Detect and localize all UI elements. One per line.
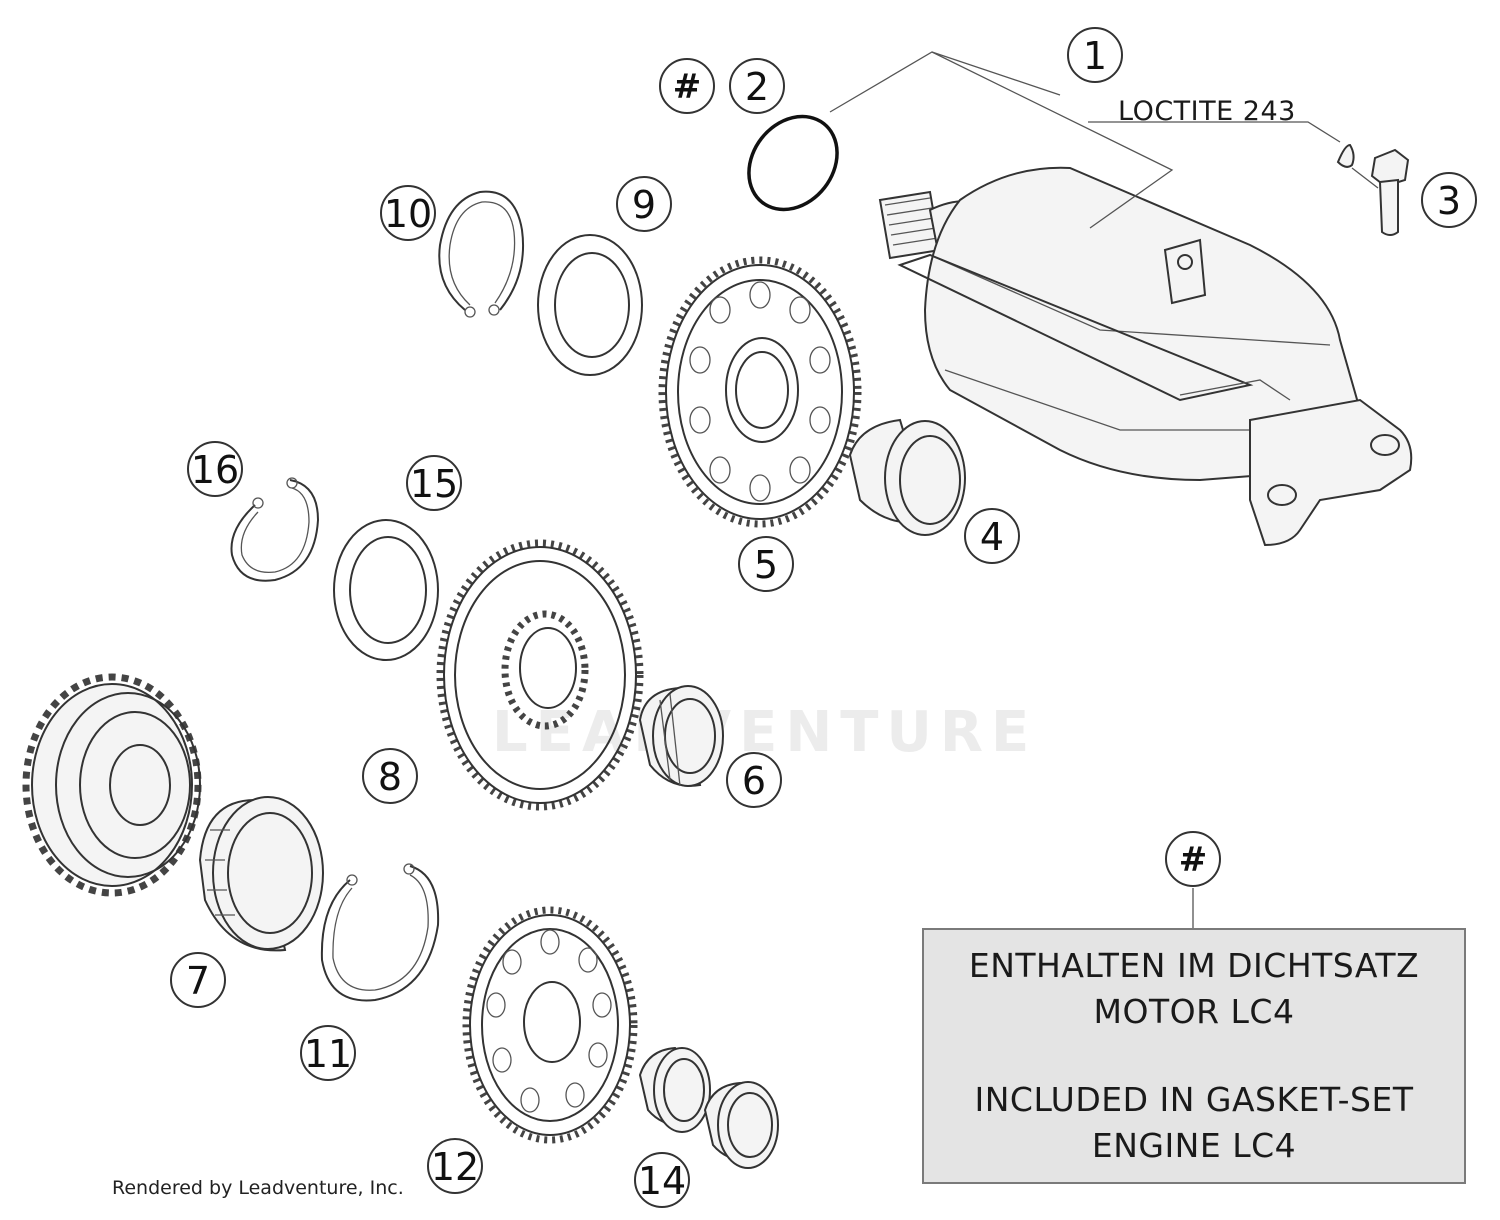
svg-text:12: 12 (431, 1145, 479, 1189)
freewheel-gear (22, 673, 202, 897)
svg-text:10: 10 (384, 192, 432, 236)
callout-10: 10 (380, 185, 436, 241)
svg-text:7: 7 (186, 959, 210, 1003)
note-line-4: ENGINE LC4 (1091, 1126, 1297, 1165)
svg-text:11: 11 (304, 1032, 352, 1076)
svg-text:14: 14 (638, 1159, 686, 1203)
callout-12: 12 (427, 1138, 483, 1194)
washer-15 (333, 519, 439, 661)
starter-gear (658, 256, 862, 528)
callout-1: 1 (1067, 27, 1123, 83)
gasket-set-note: ENTHALTEN IM DICHTSATZ MOTOR LC4 INCLUDE… (922, 928, 1466, 1184)
note-line-3: INCLUDED IN GASKET-SET (974, 1080, 1414, 1119)
needle-bearing-6 (638, 685, 724, 787)
bushing (848, 418, 966, 536)
intermediate-gear (436, 539, 644, 811)
svg-text:3: 3 (1437, 179, 1461, 223)
circlip-10 (438, 190, 525, 318)
callout-15: 15 (406, 455, 462, 511)
svg-text:9: 9 (632, 183, 656, 227)
note-marker: # (1165, 831, 1221, 887)
circlip-16 (230, 477, 320, 582)
svg-text:#: # (673, 67, 702, 107)
callout-4: 4 (964, 508, 1020, 564)
credit-text: Rendered by Leadventure, Inc. (112, 1177, 404, 1199)
gasket-marker: # (659, 58, 715, 114)
svg-text:#: # (1179, 840, 1208, 880)
callout-3: 3 (1421, 172, 1477, 228)
o-ring (747, 114, 839, 212)
callout-8: 8 (362, 748, 418, 804)
svg-text:15: 15 (410, 462, 458, 506)
callout-2: 2 (729, 58, 785, 114)
callout-14: 14 (634, 1152, 690, 1208)
note-line-2: MOTOR LC4 (1093, 992, 1295, 1031)
loctite-drop-icon (1336, 143, 1355, 168)
svg-text:1: 1 (1083, 34, 1107, 78)
freewheel-ring (198, 796, 324, 952)
svg-text:8: 8 (378, 755, 402, 799)
callout-9: 9 (616, 176, 672, 232)
callout-5: 5 (738, 536, 794, 592)
screw (1336, 143, 1410, 236)
svg-text:2: 2 (745, 65, 769, 109)
loctite-label: LOCTITE 243 (1118, 96, 1296, 127)
svg-text:5: 5 (754, 543, 778, 587)
gear-12 (462, 906, 638, 1144)
callout-6: 6 (726, 752, 782, 808)
svg-text:6: 6 (742, 759, 766, 803)
callout-16: 16 (187, 441, 243, 497)
washer-9 (537, 234, 643, 376)
callout-7: 7 (170, 952, 226, 1008)
note-line-1: ENTHALTEN IM DICHTSATZ (968, 946, 1420, 985)
circlip-11 (320, 863, 440, 1002)
leader-lines (829, 51, 1379, 928)
svg-text:16: 16 (191, 448, 239, 492)
needle-bearings-14 (638, 1046, 779, 1169)
callout-11: 11 (300, 1025, 356, 1081)
starter-motor (878, 166, 1413, 547)
svg-text:4: 4 (980, 515, 1004, 559)
